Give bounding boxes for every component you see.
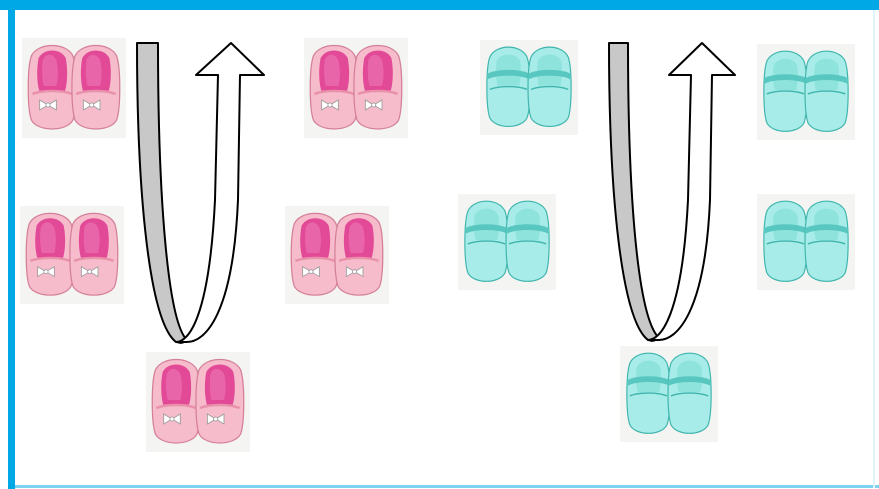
teal-shoe-pair [620, 346, 718, 442]
u-turn-arrow-right [608, 42, 736, 342]
teal-shoe-pair [757, 194, 855, 290]
pink-shoe-pair [304, 38, 408, 138]
arrow-up-band-right [647, 42, 736, 341]
u-turn-arrow-left [136, 42, 265, 344]
teal-shoe-pair [480, 40, 578, 135]
pink-shoe-pair [146, 352, 250, 452]
teal-shoe-pair [757, 44, 855, 140]
frame-bottom-border [15, 485, 879, 488]
arrow-down-band-right [608, 42, 660, 342]
frame-top-border [0, 0, 879, 10]
pink-shoe-pair [22, 38, 126, 138]
teal-shoe-pair [458, 194, 556, 290]
frame-left-border [8, 10, 15, 489]
arrow-up-band-left [175, 42, 265, 343]
pink-shoe-pair [20, 206, 124, 304]
frame-right-border [873, 10, 875, 488]
arrow-down-band-left [136, 42, 188, 344]
pink-shoe-pair [285, 206, 389, 304]
